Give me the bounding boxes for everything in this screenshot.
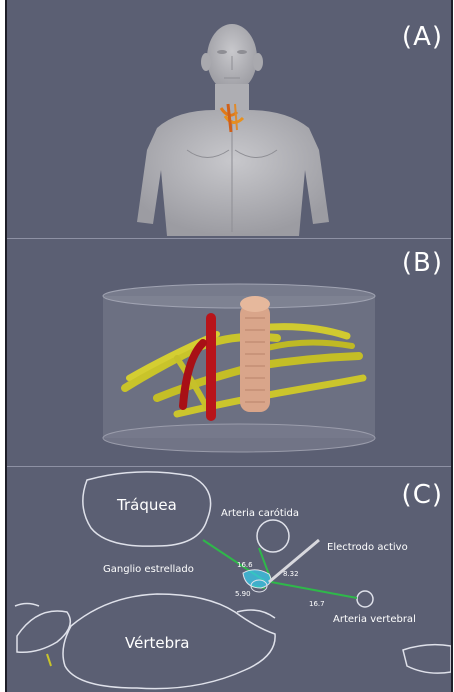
torso-mesh [7,0,451,238]
cylinder-model [7,238,451,466]
panel-b-label: (B) [402,248,443,278]
panel-b-cylinder-model: (B) [7,238,451,466]
cross-section-diagram [7,466,451,692]
measurement-16-6: 16.6 [237,561,253,569]
panel-a-label: (A) [402,22,443,52]
measurement-16-7: 16.7 [309,600,325,608]
measurement-8-32: 8.32 [283,570,299,578]
measurement-5-90: 5.90 [235,590,251,598]
figure-frame: (A) [5,0,453,692]
label-arteria-vertebral: Arteria vertebral [333,614,416,625]
label-traquea: Tráquea [117,496,177,514]
panel-c-label: (C) [402,480,443,510]
panel-c-cross-section: (C) Tráquea Arteria carótida Electrodo a… [7,466,451,692]
label-vertebra: Vértebra [125,634,189,652]
label-electrodo-activo: Electrodo activo [327,542,408,553]
label-arteria-carotida: Arteria carótida [221,508,299,519]
trachea-structure [240,296,270,412]
label-ganglio-estrellado: Ganglio estrellado [103,564,194,575]
panel-a-torso-model: (A) [7,0,451,238]
